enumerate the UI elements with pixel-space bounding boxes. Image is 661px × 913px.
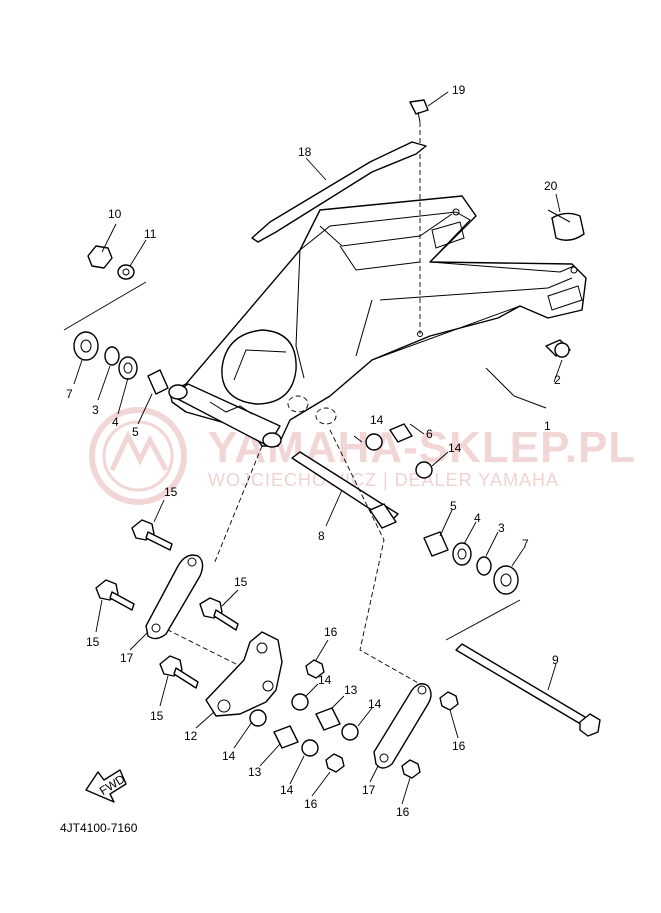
collar-part-6 xyxy=(389,423,413,443)
leader-17b xyxy=(369,765,379,783)
callout-12: 12 xyxy=(184,729,198,743)
bolt-15d xyxy=(159,655,199,689)
callout-5: 5 xyxy=(450,499,457,513)
leader-2 xyxy=(553,359,563,383)
fwd-arrow-icon: FWD xyxy=(85,769,128,803)
relay-arm-part-17b xyxy=(373,683,432,769)
link-bushings xyxy=(233,683,373,785)
seal-part-7b xyxy=(493,565,519,595)
callout-8: 8 xyxy=(318,529,325,543)
callout-14: 14 xyxy=(448,441,462,455)
watermark-sub-text: WOJCIECHOWICZ | DEALER YAMAHA xyxy=(208,470,559,490)
bushing-part-14a xyxy=(365,433,383,451)
relay-arm-part-17a xyxy=(145,554,204,640)
bolt-15a xyxy=(131,519,173,551)
bolt-15b xyxy=(95,579,135,611)
relay-arm-part-12 xyxy=(195,631,283,729)
callout-6: 6 xyxy=(426,427,433,441)
clip-part-20 xyxy=(547,193,585,241)
nut-part-10 xyxy=(87,245,113,269)
pivot-bolt-part-9 xyxy=(455,643,601,737)
callout-15: 15 xyxy=(164,485,178,499)
callout-18: 18 xyxy=(298,145,312,159)
screw-part-19 xyxy=(409,91,449,337)
callout-14: 14 xyxy=(370,413,384,427)
callout-3: 3 xyxy=(92,403,99,417)
callout-14: 14 xyxy=(280,783,294,797)
callout-labels: 1 2 3 3 4 4 5 5 6 7 7 8 9 10 11 12 13 13… xyxy=(66,83,561,819)
watermark-logo xyxy=(89,407,187,505)
callout-13: 13 xyxy=(344,683,358,697)
right-pivot-hardware xyxy=(291,423,525,641)
callout-15: 15 xyxy=(86,635,100,649)
callout-13: 13 xyxy=(248,765,262,779)
callout-14: 14 xyxy=(368,697,382,711)
callout-7: 7 xyxy=(66,387,73,401)
callout-9: 9 xyxy=(552,653,559,667)
callout-3: 3 xyxy=(498,521,505,535)
ring-part-3 xyxy=(104,346,120,366)
callout-16: 16 xyxy=(452,739,466,753)
callout-15: 15 xyxy=(234,575,248,589)
bushing-part-14b xyxy=(415,461,433,479)
bearing-part-4 xyxy=(118,356,138,380)
callout-20: 20 xyxy=(544,179,558,193)
callout-4: 4 xyxy=(112,415,119,429)
bolt-15c xyxy=(199,597,239,631)
diagram-code: 4JT4100-7160 xyxy=(60,821,138,835)
leader-17a xyxy=(129,631,149,651)
callout-16: 16 xyxy=(324,625,338,639)
fwd-label: FWD xyxy=(97,772,128,799)
bearing-part-4b xyxy=(452,542,472,566)
shaft-part-8 xyxy=(291,451,399,523)
left-pivot-hardware xyxy=(63,223,169,425)
bolts-part-15 xyxy=(95,499,239,707)
washer-part-11 xyxy=(117,264,135,280)
callout-4: 4 xyxy=(474,511,481,525)
collar-part-5 xyxy=(147,369,169,395)
nuts-part-16 xyxy=(305,639,459,805)
callout-17: 17 xyxy=(362,783,376,797)
ring-part-3b xyxy=(476,556,492,576)
chain-guide-part-18 xyxy=(251,141,427,243)
callout-16: 16 xyxy=(304,797,318,811)
callout-7: 7 xyxy=(522,537,529,551)
callout-14: 14 xyxy=(318,673,332,687)
callout-15: 15 xyxy=(150,709,164,723)
callout-14: 14 xyxy=(222,749,236,763)
callout-11: 11 xyxy=(144,227,157,241)
callout-2: 2 xyxy=(554,373,561,387)
swingarm-part-1 xyxy=(168,195,587,448)
callout-16: 16 xyxy=(396,805,410,819)
seal-part-7 xyxy=(73,331,99,361)
collar-part-5b xyxy=(423,531,449,557)
callout-1: 1 xyxy=(544,419,551,433)
callout-10: 10 xyxy=(108,207,122,221)
callout-17: 17 xyxy=(120,651,134,665)
assembly-dashed-lines xyxy=(159,429,421,685)
callout-5: 5 xyxy=(132,425,139,439)
callout-19: 19 xyxy=(452,83,466,97)
